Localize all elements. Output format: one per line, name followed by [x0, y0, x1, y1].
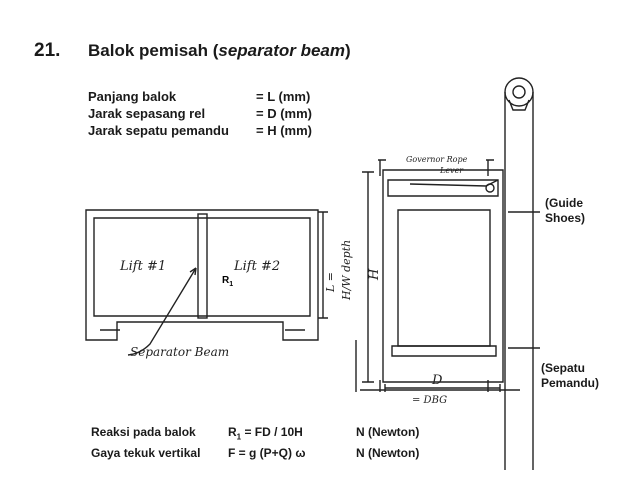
shaft-outline	[85, 209, 319, 341]
parameter-list: Panjang balok = L (mm) Jarak sepasang rel…	[88, 88, 312, 139]
title-italic: separator beam	[218, 41, 345, 60]
note-line: (Guide	[545, 196, 583, 210]
lever-pivot	[485, 183, 495, 193]
note-line: Shoes)	[545, 211, 586, 225]
sheave-hub	[512, 85, 526, 99]
governor-lever	[409, 179, 499, 187]
parameter-label: Jarak sepasang rel	[88, 106, 206, 121]
parameter-label: Panjang balok	[88, 89, 177, 104]
parameter-value: = H (mm)	[256, 123, 312, 138]
formula-row: Gaya tekuk vertikal F = g (P+Q) ω N (New…	[91, 445, 419, 461]
r1-subscript: 1	[229, 281, 233, 288]
r1-base: R	[222, 275, 230, 286]
parameter-row: Jarak sepasang rel = D (mm)	[88, 105, 312, 122]
title-main: Balok pemisah (	[88, 41, 219, 60]
governor-label-1: Governor Rope	[406, 155, 468, 164]
title-end: )	[345, 41, 351, 60]
dim-line-D	[384, 384, 501, 392]
formula-unit: N (Newton)	[356, 425, 420, 439]
car-crosshead	[387, 179, 499, 197]
dim-line-H	[362, 171, 374, 383]
governor-label-2: Lever	[439, 166, 464, 175]
expr-post: ω	[295, 446, 306, 461]
car-cabin	[397, 209, 491, 347]
formula-list: Reaksi pada balok R1 = FD / 10H N (Newto…	[91, 424, 419, 461]
parameter-row: Jarak sepatu pemandu = H (mm)	[88, 122, 312, 139]
car-frame	[382, 169, 504, 383]
note-line: (Sepatu	[541, 361, 586, 375]
separator-leader	[127, 267, 197, 356]
expr-pre: F = g (P+Q)	[228, 446, 296, 461]
r1-label: R1	[222, 275, 233, 288]
parameter-value: = D (mm)	[256, 106, 312, 121]
lift1-label: Lift #1	[119, 259, 166, 274]
dim-D-label: D	[431, 373, 443, 388]
sepatu-pemandu-note: (Sepatu Pemandu)	[541, 361, 599, 391]
leader-arrowhead	[189, 267, 197, 276]
dim-DBG-label: = DBG	[412, 395, 447, 406]
expr-pre: R	[228, 425, 237, 439]
base-line	[355, 340, 520, 392]
note-line: Pemandu)	[541, 376, 600, 390]
formula-row: Reaksi pada balok R1 = FD / 10H N (Newto…	[91, 424, 419, 445]
car-platform	[391, 345, 497, 357]
lift2-label: Lift #2	[233, 259, 280, 274]
separator-beam	[197, 213, 208, 319]
formula-expression: F = g (P+Q) ω	[228, 445, 356, 461]
shaft-inner	[93, 217, 311, 317]
formula-expression: R1 = FD / 10H	[228, 424, 356, 445]
top-guide-shoes	[378, 159, 494, 176]
slide-title: Balok pemisah (separator beam)	[88, 41, 351, 61]
dim-L-label: L =	[324, 272, 337, 293]
expr-sub: 1	[236, 432, 242, 442]
dim-depth-label: H/W depth	[340, 240, 353, 301]
slide-number: 21.	[34, 40, 61, 61]
expr-post: = FD / 10H	[241, 425, 303, 439]
dim-line-L	[318, 211, 328, 319]
parameter-row: Panjang balok = L (mm)	[88, 88, 312, 105]
guide-shoes-note: (Guide Shoes)	[545, 196, 585, 226]
separator-beam-label: Separator Beam	[130, 345, 229, 359]
formula-label: Gaya tekuk vertikal	[91, 446, 201, 461]
dim-H-label: H	[367, 268, 382, 281]
sheave-mount	[508, 99, 530, 111]
formula-unit: N (Newton)	[356, 446, 420, 461]
parameter-value: = L (mm)	[256, 89, 311, 104]
parameter-label: Jarak sepatu pemandu	[88, 123, 229, 138]
formula-label: Reaksi pada balok	[91, 425, 196, 439]
